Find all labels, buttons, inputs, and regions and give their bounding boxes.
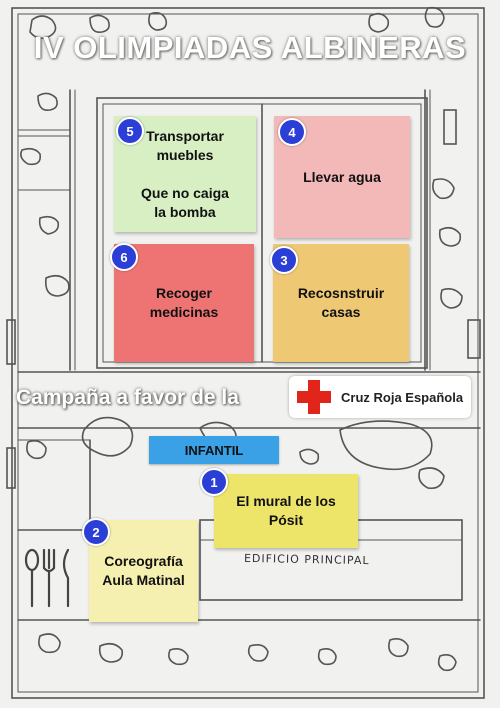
station-line: Transportar <box>146 127 224 144</box>
station-line: la bomba <box>154 203 216 220</box>
station-line: Pósit <box>268 512 304 528</box>
station-2-badge: 2 <box>82 518 110 546</box>
station-line: Recosnstruir <box>297 285 385 301</box>
station-6-note: Recoger medicinas <box>114 244 254 362</box>
station-line: Que no caiga <box>141 184 229 201</box>
station-line: El mural de los <box>236 493 336 509</box>
station-line: Coreografía <box>104 553 183 569</box>
poster-title: IV OLIMPIADAS ALBINERAS <box>33 30 467 65</box>
infantil-label: INFANTIL <box>149 436 279 464</box>
station-line: casas <box>321 304 361 320</box>
station-3-badge: 3 <box>270 246 298 274</box>
station-5-badge: 5 <box>116 117 144 145</box>
station-line <box>183 165 187 184</box>
station-line: medicinas <box>149 304 219 320</box>
station-line: Recoger <box>155 285 213 301</box>
cutlery-icon <box>24 548 70 608</box>
cruz-roja-logo: Cruz Roja Española <box>289 376 471 418</box>
cruz-roja-logo-text: Cruz Roja Española <box>341 389 464 405</box>
red-cross-icon <box>297 380 331 414</box>
edificio-principal-label: EDIFICIO PRINCIPAL <box>243 551 370 568</box>
station-line: muebles <box>156 146 214 163</box>
station-4-badge: 4 <box>278 118 306 146</box>
station-line: Aula Matinal <box>102 572 185 588</box>
station-1-badge: 1 <box>200 468 228 496</box>
station-line: Llevar agua <box>303 168 381 185</box>
station-6-badge: 6 <box>110 243 138 271</box>
campaign-text: Campaña a favor de la <box>16 386 239 409</box>
